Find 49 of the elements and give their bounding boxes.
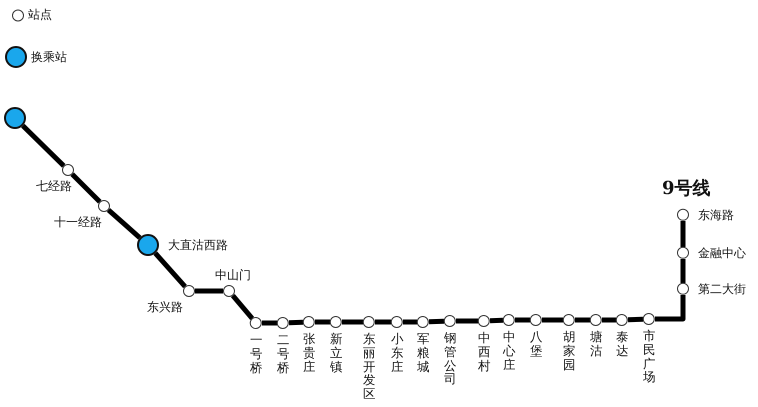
- line-segment: [262, 320, 277, 326]
- line-segment: [428, 318, 444, 324]
- station-name: 新立镇: [330, 332, 342, 374]
- station-name: 塘沽: [590, 330, 602, 358]
- station-name: 七经路: [36, 179, 72, 194]
- line-segment: [655, 295, 686, 322]
- line-segment: [602, 318, 616, 322]
- station-name: 第二大街: [698, 282, 746, 296]
- line-segment: [288, 320, 304, 326]
- station-name: 东丽开发区: [362, 332, 376, 401]
- station-name: 大直沽西路: [168, 238, 228, 252]
- station-name: 张贵庄: [302, 332, 316, 374]
- station-name: 一号桥: [250, 333, 262, 374]
- station-name: 金融中心: [698, 246, 746, 260]
- station-name: 钢管公司: [444, 331, 456, 386]
- line-segment: [315, 320, 330, 324]
- station-name: 小东庄: [390, 332, 404, 374]
- station-name: 中山门: [215, 268, 251, 282]
- station-name: 东兴路: [147, 300, 183, 314]
- station-name: 中心庄: [502, 330, 516, 372]
- line-segment: [106, 208, 142, 240]
- line-segment: [456, 318, 478, 324]
- line-segment: [342, 320, 363, 324]
- legend-text: 站点: [28, 6, 52, 24]
- line-segment: [230, 294, 254, 320]
- station-name: 中西村: [478, 331, 490, 372]
- line-title: 9号线: [662, 177, 711, 200]
- station-name: 八堡: [530, 330, 542, 358]
- line-segment: [680, 259, 686, 283]
- station-name: 泰达: [616, 330, 628, 358]
- line-segment: [628, 316, 644, 322]
- station-name: 二号桥: [276, 333, 290, 374]
- station-name: 胡家园: [562, 330, 576, 372]
- line-segment: [575, 318, 590, 322]
- station-name: 十一经路: [54, 215, 102, 230]
- line-segment: [70, 172, 102, 204]
- line-segment: [542, 318, 563, 322]
- line-segment: [153, 252, 187, 288]
- station-name: 市民广场: [642, 329, 656, 384]
- line-segment: [21, 124, 66, 168]
- line-segment: [195, 288, 223, 294]
- line-segment: [515, 318, 530, 322]
- line-segment: [490, 318, 504, 324]
- station-name: 军粮城: [416, 332, 430, 374]
- line-segment: [680, 221, 686, 247]
- line-segment: [403, 320, 417, 324]
- line-segment: [375, 320, 391, 324]
- legend-text: 换乘站: [31, 48, 67, 66]
- station-name: 东海路: [698, 208, 734, 222]
